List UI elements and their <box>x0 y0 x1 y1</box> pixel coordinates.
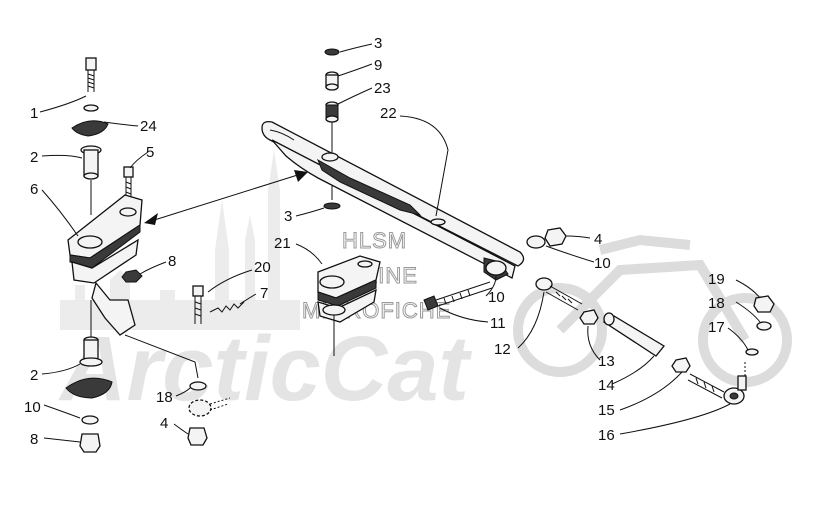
callout-8-upper: 8 <box>168 253 176 270</box>
callout-10-right: 10 <box>594 255 611 272</box>
part-washer-17 <box>745 348 759 356</box>
watermark-skyline <box>60 150 300 330</box>
callout-3-top: 3 <box>374 35 382 52</box>
part-bracket-6 <box>67 194 143 336</box>
bolt-20-group <box>124 285 245 379</box>
callout-18-left: 18 <box>156 389 173 406</box>
part-rod-end-12 <box>535 277 583 311</box>
callout-6: 6 <box>30 181 38 198</box>
callout-1: 1 <box>30 105 38 122</box>
callout-15: 15 <box>598 402 615 419</box>
part-clamp <box>188 397 231 417</box>
part-nut-15 <box>671 357 691 373</box>
watermark-logo: ArcticCat <box>58 318 472 420</box>
part-nut-13 <box>579 309 599 325</box>
callout-13: 13 <box>598 353 615 370</box>
callout-17: 17 <box>708 319 725 336</box>
part-washer-1 <box>83 104 99 112</box>
leader-lines <box>39 43 761 443</box>
callout-10-lower: 10 <box>488 289 505 306</box>
callout-10-left: 10 <box>24 399 41 416</box>
part-rod-end-16 <box>687 373 747 405</box>
part-nut-4-right <box>544 227 567 247</box>
top-center-stack <box>323 48 341 210</box>
callout-7: 7 <box>260 285 268 302</box>
callout-14: 14 <box>598 377 615 394</box>
watermark-line-1: HLSM <box>342 228 407 253</box>
part-nut-8-lower <box>79 433 101 453</box>
right-hardware <box>423 227 567 311</box>
callout-3-lower: 3 <box>284 208 292 225</box>
callout-4-right: 4 <box>594 231 602 248</box>
callout-23: 23 <box>374 80 391 97</box>
callout-20: 20 <box>254 259 271 276</box>
callout-4-left: 4 <box>160 415 168 432</box>
callout-22: 22 <box>380 105 397 122</box>
part-bushing-2-bottom <box>79 336 103 367</box>
tie-rod-assembly <box>535 277 775 405</box>
part-washer-10-lower <box>485 260 507 276</box>
part-bolt-11 <box>423 281 493 311</box>
part-arm-22 <box>261 120 525 281</box>
part-sleeve-14 <box>602 312 665 357</box>
callout-8-lower: 8 <box>30 431 38 448</box>
callout-2-top: 2 <box>30 149 38 166</box>
part-bushing-2-top <box>80 145 102 180</box>
part-bracket-21 <box>317 255 381 356</box>
alignment-arrow <box>144 170 308 225</box>
callout-16: 16 <box>598 427 615 444</box>
part-nut-19 <box>753 295 775 313</box>
part-bolt-1 <box>85 57 97 92</box>
callout-12: 12 <box>494 341 511 358</box>
callout-19: 19 <box>708 271 725 288</box>
part-nut-8-upper <box>121 269 143 283</box>
part-bolt-5 <box>123 166 134 200</box>
callout-2-bottom: 2 <box>30 367 38 384</box>
part-washer-18-left <box>189 381 207 391</box>
part-washer-18-right <box>756 321 772 331</box>
part-washer-10-right <box>526 235 546 249</box>
callout-18-right: 18 <box>708 295 725 312</box>
part-washer-10-left <box>81 415 99 425</box>
part-spacer-9 <box>325 71 339 91</box>
left-mount-assembly <box>65 57 143 453</box>
part-bushing-23 <box>325 101 339 123</box>
part-washer-3-lower <box>323 202 341 210</box>
callout-9: 9 <box>374 57 382 74</box>
callout-5: 5 <box>146 144 154 161</box>
callout-21: 21 <box>274 235 291 252</box>
part-washer-3-top <box>324 48 340 56</box>
part-pad <box>65 377 113 399</box>
callout-24: 24 <box>140 118 157 135</box>
part-nut-4-left <box>187 427 208 446</box>
watermark-motorcycle <box>513 234 792 387</box>
callout-11: 11 <box>490 315 506 332</box>
callouts: 1 24 2 5 6 8 2 10 8 20 7 18 4 3 9 23 22 … <box>24 35 725 448</box>
part-washer-24 <box>71 120 109 137</box>
part-spring-7 <box>209 301 245 313</box>
watermark: ArcticCat HLSM ONLINE MICROFICHE <box>58 150 792 420</box>
